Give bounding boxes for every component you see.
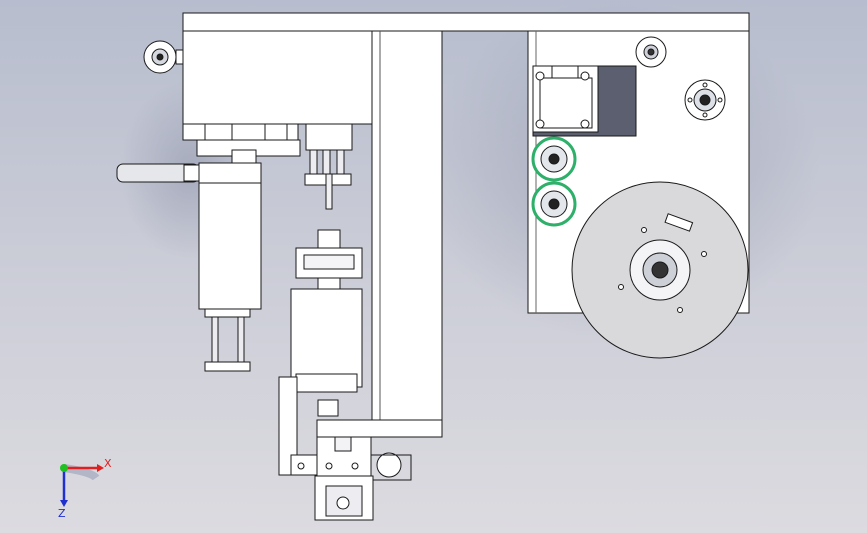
coupler [317,229,341,249]
bottom-knob[interactable] [376,452,402,478]
mount-slot [334,436,352,452]
x-axis-arrowhead [97,464,104,472]
motor-screw-icon [535,71,545,81]
foot-screw-icon [297,462,305,470]
motor-screw-icon [535,119,545,129]
triad-arc [63,464,100,481]
z-axis-arrowhead [60,500,68,507]
bottom-crossbar[interactable] [316,419,443,438]
flange-bolt-icon [687,97,693,103]
center-guide-block[interactable] [305,123,353,151]
coupler-insert [303,254,355,270]
center-motor-end [295,373,358,393]
reel-latch[interactable] [664,213,694,232]
roller-bracket [175,49,184,65]
flange-bolt-icon [702,112,708,118]
flange-bolt-icon [717,97,723,103]
idler-roller-left-axle [156,53,164,61]
z-axis-label: Z [58,507,66,520]
reel-hole-icon [701,251,707,257]
bottom-bracket-side [278,376,298,476]
bracket-clip [231,149,257,165]
vertical-column[interactable] [371,30,443,421]
guide-rod [309,149,318,175]
axis-triad: X Z [58,457,112,520]
cylinder-tip-plate[interactable] [204,361,251,372]
bottom-knob-frame [370,454,412,481]
motor-screw-icon [580,119,590,129]
top-beam[interactable] [182,12,750,32]
guide-roller-lower-axle [548,198,560,210]
coupler-neck [317,277,341,291]
reel-hole-icon [677,307,683,313]
reel-hole-icon [641,227,647,233]
center-shaft-block [317,399,339,417]
left-cylinder-cap [198,162,262,184]
flange-bolt-icon [702,82,708,88]
reel-hole-icon [618,284,624,290]
upper-left-block[interactable] [182,30,373,125]
y-axis-dot [60,464,68,472]
guide-roller-upper-axle [548,153,560,165]
clamp-screw-icon [336,496,350,510]
guide-pin [325,173,333,210]
mount-screw-icon [351,462,359,470]
mount-screw-icon [325,462,333,470]
bearing-bore [699,94,711,106]
center-motor-body[interactable] [290,288,363,388]
motor-screw-icon [580,71,590,81]
guide-rod [322,149,331,175]
x-axis-label: X [104,457,112,470]
cylinder-end-plate [204,308,251,318]
guide-rod [336,149,345,175]
motor-body[interactable] [539,77,593,129]
left-cylinder-body[interactable] [198,162,262,310]
reel-axle [651,261,669,279]
idler-roller-axle [647,48,655,56]
